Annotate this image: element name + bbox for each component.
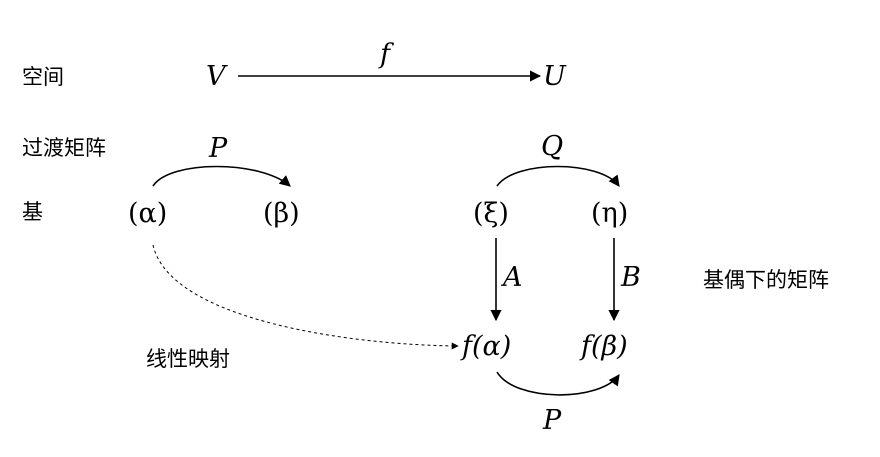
node-V: V: [206, 61, 228, 92]
label-linear-map: 线性映射: [146, 347, 230, 371]
node-U: U: [543, 61, 567, 92]
node-alpha-basis: (α): [128, 198, 167, 229]
edge-label-B: B: [620, 262, 641, 293]
dashed-arrow-linear-map: [152, 244, 459, 350]
arrow-Q: [496, 165, 620, 187]
arrow-P-top: [152, 165, 291, 187]
node-f-beta: f(β): [579, 331, 628, 362]
row-label-transition-matrix: 过渡矩阵: [22, 136, 106, 160]
row-label-space: 空间: [22, 65, 64, 89]
node-xi-basis: (ξ): [473, 198, 509, 229]
edge-label-P-top: P: [208, 133, 228, 164]
arrow-P-bottom: [496, 371, 620, 396]
label-matrix-under-basis-pair: 基偶下的矩阵: [703, 268, 829, 292]
edge-label-Q: Q: [541, 131, 563, 162]
row-label-basis: 基: [22, 200, 43, 224]
edge-label-P-bottom: P: [542, 405, 562, 436]
edge-label-A: A: [500, 262, 523, 293]
edge-label-f: f: [378, 39, 394, 70]
node-beta-basis: (β): [263, 198, 300, 229]
node-f-alpha: f(α): [460, 331, 511, 362]
node-eta-basis: (η): [591, 198, 628, 229]
